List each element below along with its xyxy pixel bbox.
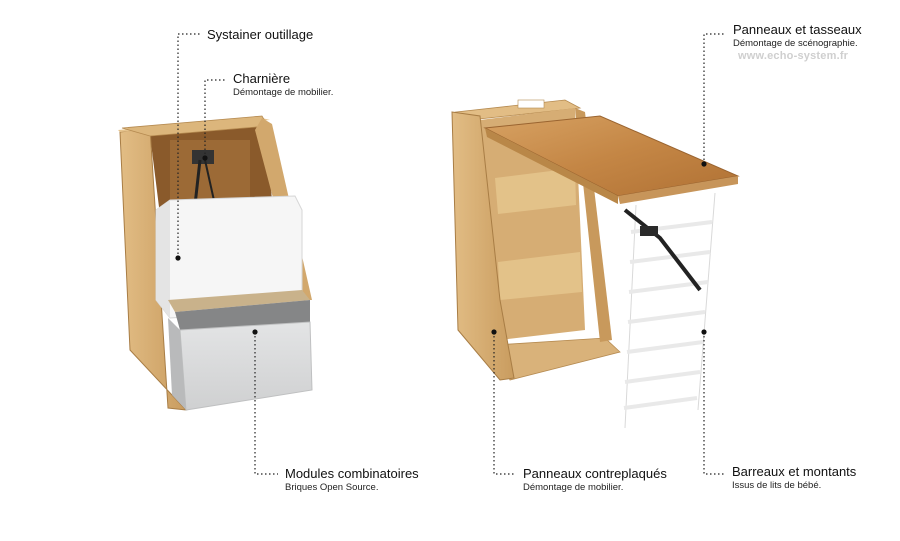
grey-module	[179, 321, 313, 411]
label-barreaux: Barreaux et montants Issus de lits de bé…	[732, 464, 856, 492]
leader-modules	[254, 332, 278, 475]
right-side-panel	[451, 111, 515, 381]
label-title: Systainer outillage	[207, 27, 314, 42]
label-title: Barreaux et montants	[732, 464, 857, 479]
label-charniere: Charnière Démontage de mobilier.	[233, 71, 333, 99]
label-title: Panneaux et tasseaux	[733, 22, 862, 37]
leader-panneaux-tasseaux	[703, 33, 726, 164]
label-title: Modules combinatoires	[285, 466, 419, 481]
label-panneaux-tasseaux: Panneaux et tasseaux Démontage de scénog…	[733, 22, 862, 50]
label-subtitle: Démontage de mobilier.	[233, 87, 334, 98]
label-subtitle: Briques Open Source.	[285, 482, 379, 493]
closed-cabinet	[118, 115, 313, 411]
leader-panneaux-contreplaques	[493, 332, 516, 475]
label-subtitle: Démontage de mobilier.	[523, 482, 624, 493]
label-subtitle: Issus de lits de bébé.	[732, 480, 822, 491]
leader-barreaux	[703, 332, 724, 475]
leader-dots	[175, 155, 707, 335]
label-subtitle: Démontage de scénographie.	[733, 38, 858, 49]
label-panneaux-contreplaques: Panneaux contreplaqués Démontage de mobi…	[523, 466, 667, 494]
label-title: Charnière	[233, 71, 291, 86]
leader-lines	[177, 33, 726, 475]
label-systainer: Systainer outillage	[207, 27, 313, 42]
watermark: www.echo-system.fr	[738, 50, 849, 62]
leader-systainer	[177, 33, 200, 258]
label-title: Panneaux contreplaqués	[523, 466, 667, 481]
open-cabinet	[451, 99, 740, 429]
label-modules: Modules combinatoires Briques Open Sourc…	[285, 466, 419, 494]
systainer-box	[155, 195, 303, 319]
leader-charniere	[204, 79, 226, 158]
